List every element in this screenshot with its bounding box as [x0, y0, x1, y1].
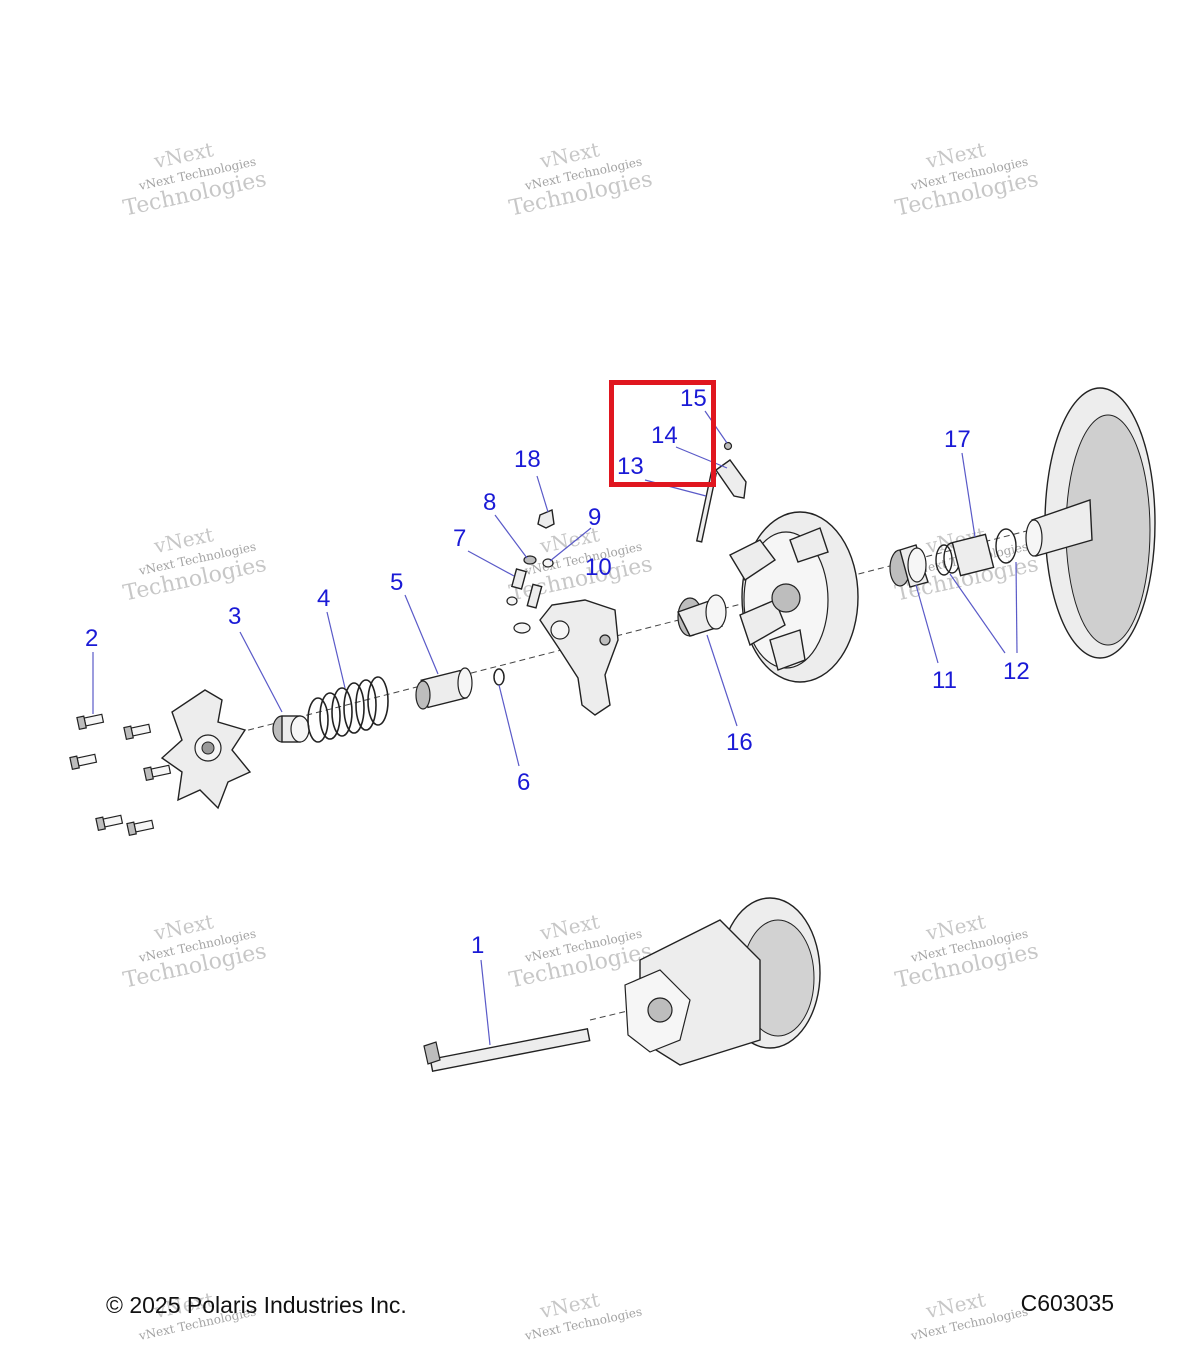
part-bolts	[69, 713, 172, 837]
callout-8: 8	[483, 489, 496, 516]
leader-lines	[92, 410, 1018, 1046]
part-o-ring	[493, 668, 505, 686]
copyright-text: © 2025 Polaris Industries Inc.	[106, 1292, 407, 1318]
part-fixed-sheave	[1025, 387, 1156, 659]
callout-labels: 2 3 4 5 6 7 8 9 10 11 12 13 14 15 16 17 …	[85, 385, 1030, 959]
part-spring	[307, 676, 389, 743]
callout-9: 9	[588, 504, 601, 531]
callout-16: 16	[726, 729, 753, 756]
callout-12: 12	[1003, 658, 1030, 685]
part-clip	[537, 509, 555, 529]
callout-6: 6	[517, 769, 530, 796]
assembly-centerline	[189, 524, 1051, 746]
callout-5: 5	[390, 569, 403, 596]
part-shaft-bearings	[889, 528, 1017, 588]
callout-15: 15	[680, 385, 707, 412]
callout-3: 3	[228, 603, 241, 630]
part-sleeve	[415, 667, 473, 710]
part-spider-plate	[160, 689, 252, 810]
callout-14: 14	[651, 422, 678, 449]
callout-17: 17	[944, 426, 971, 453]
callout-13: 13	[617, 453, 644, 480]
callout-2: 2	[85, 625, 98, 652]
callout-11: 11	[932, 667, 957, 694]
part-movable-sheave	[729, 511, 859, 683]
part-assembled-clutch	[423, 897, 821, 1072]
part-bushing	[272, 715, 310, 743]
highlight-box	[609, 380, 716, 487]
callout-7: 7	[453, 525, 466, 552]
watermark-group: vNext vNext Technologies Technologies vN…	[121, 137, 1041, 1343]
callout-4: 4	[317, 585, 330, 612]
part-pins	[506, 555, 554, 634]
part-roller-arm	[539, 599, 619, 716]
diagram-code: C603035	[1020, 1290, 1114, 1316]
part-cover-bushing	[677, 594, 727, 637]
callout-18: 18	[514, 446, 541, 473]
callout-10: 10	[585, 554, 612, 581]
callout-1: 1	[471, 932, 484, 959]
